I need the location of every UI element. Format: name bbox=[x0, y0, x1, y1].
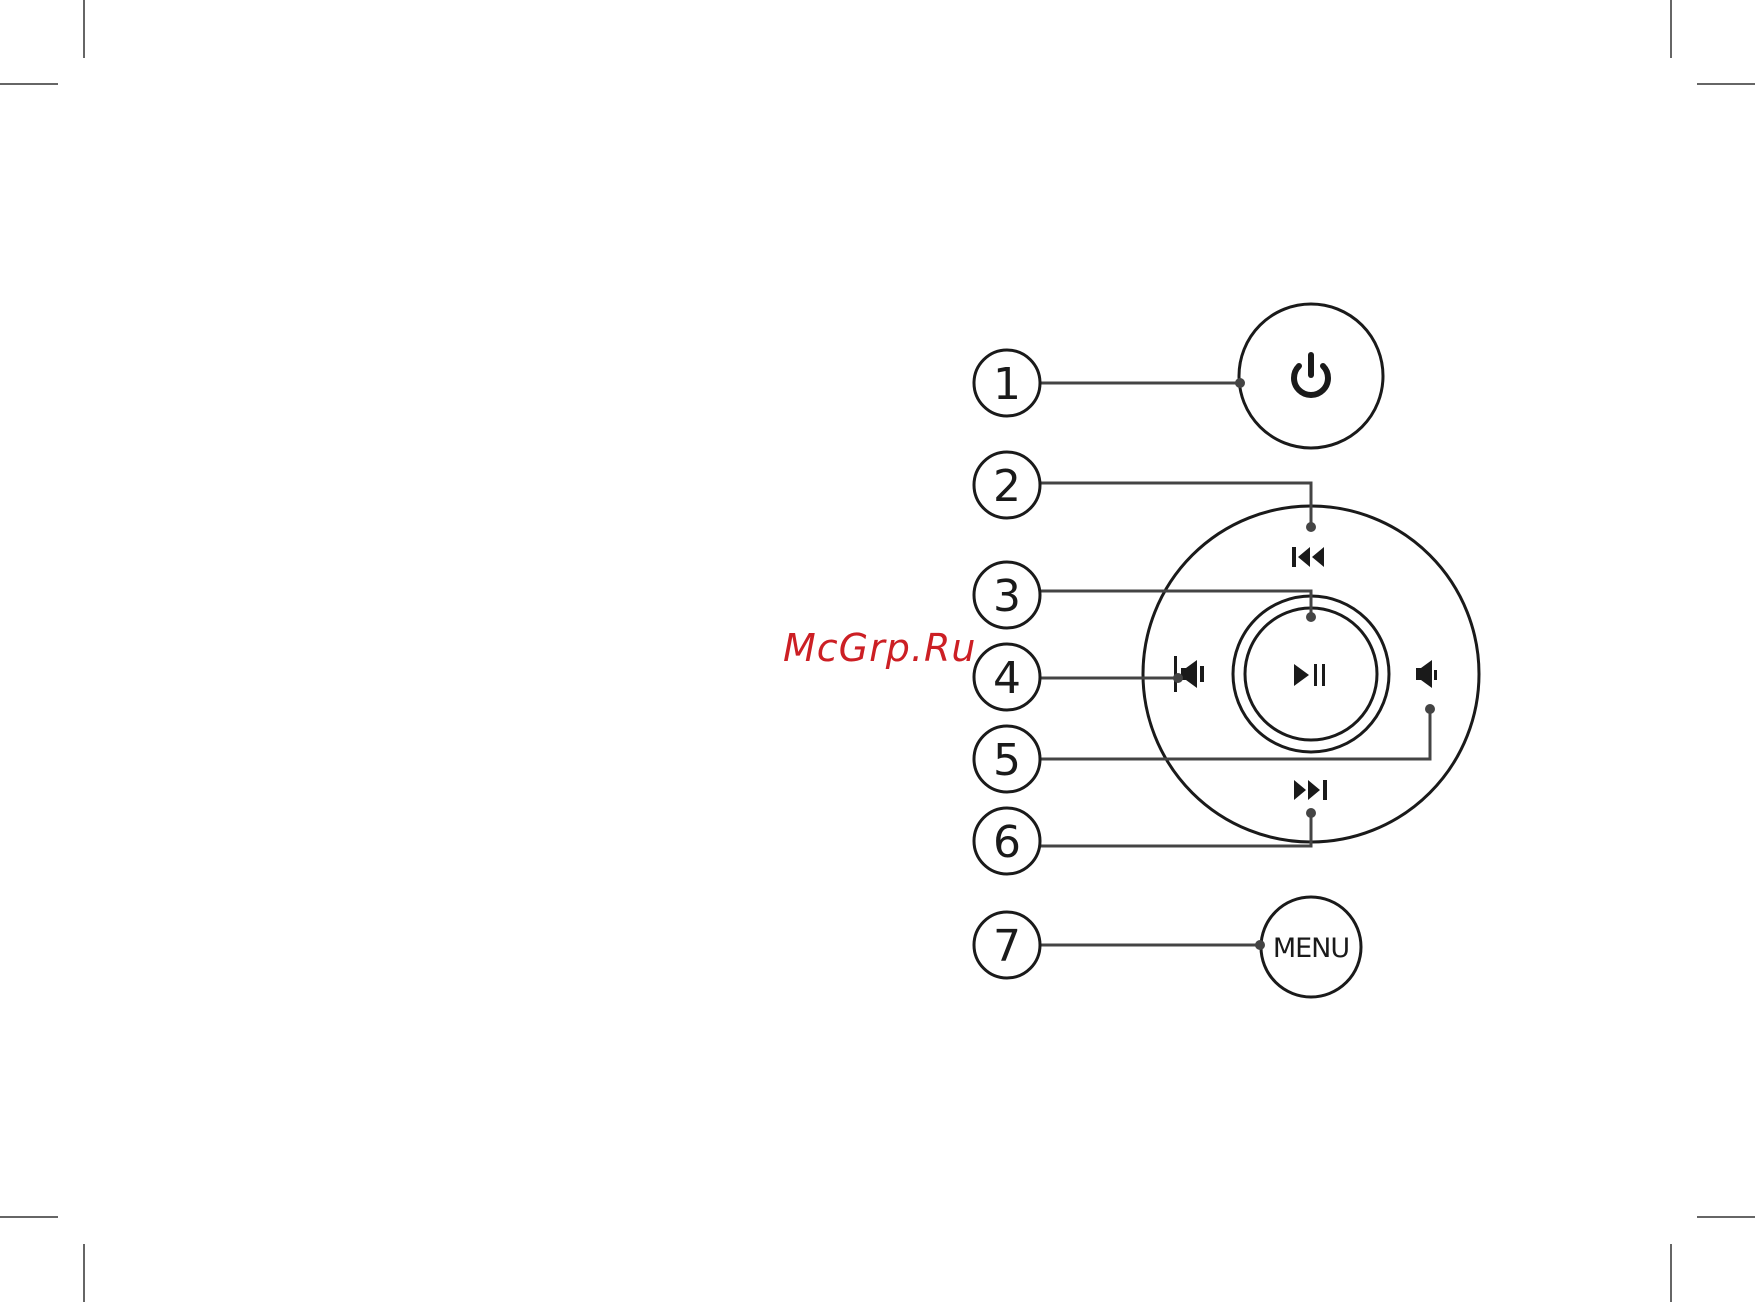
menu-button[interactable]: MENU bbox=[1261, 897, 1361, 997]
callout-5: 5 bbox=[974, 726, 1040, 792]
callout-7: 7 bbox=[974, 912, 1040, 978]
callout-1: 1 bbox=[974, 350, 1040, 416]
power-button[interactable] bbox=[1239, 304, 1383, 448]
callout-number: 3 bbox=[993, 571, 1021, 622]
callout-6: 6 bbox=[974, 808, 1040, 874]
play-pause-button[interactable] bbox=[1245, 608, 1377, 740]
callout-3: 3 bbox=[974, 562, 1040, 628]
callout-number: 2 bbox=[993, 461, 1021, 512]
callout-number: 5 bbox=[993, 735, 1021, 786]
callout-number: 1 bbox=[993, 359, 1021, 410]
watermark-text: McGrp.Ru bbox=[783, 626, 976, 670]
callout-markers: 1 2 3 4 5 6 7 bbox=[974, 350, 1040, 978]
callout-number: 6 bbox=[993, 817, 1021, 868]
callout-2: 2 bbox=[974, 452, 1040, 518]
callout-number: 7 bbox=[993, 921, 1021, 972]
callout-4: 4 bbox=[974, 644, 1040, 710]
menu-label: MENU bbox=[1273, 933, 1349, 964]
callout-number: 4 bbox=[993, 653, 1021, 704]
